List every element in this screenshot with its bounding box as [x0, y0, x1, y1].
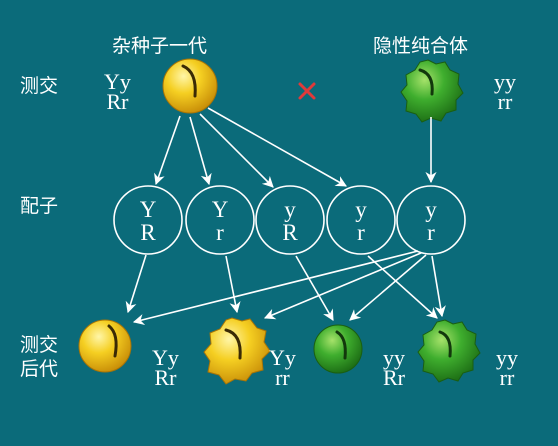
hybrid-genotype-line1: Yy	[104, 69, 131, 94]
gamete-circles	[113, 185, 466, 255]
gamete-5-line2: r	[427, 220, 435, 245]
offspring-3-genotype-line1: yy	[383, 345, 405, 370]
gamete-2-line2: r	[216, 220, 224, 245]
cross-symbol-icon	[298, 82, 316, 100]
gamete-circle	[185, 185, 255, 255]
gamete-5-line1: y	[425, 197, 437, 222]
gamete-circle	[326, 185, 396, 255]
parent-to-gamete-arrows	[154, 107, 437, 188]
offspring-1-genotype-line1: Yy	[152, 345, 179, 370]
offspring-4-genotype: yy rr	[496, 345, 518, 390]
offspring-label-line1: 测交	[20, 334, 59, 356]
offspring-2-genotype-line1: Yy	[269, 345, 296, 370]
hybrid-genotype-line2: Rr	[106, 89, 129, 114]
recessive-homozygote-label: 隐性纯合体	[373, 35, 469, 57]
offspring-4-green-wrinkled-seed-icon	[417, 319, 481, 383]
parent-recessive-seed-icon	[400, 59, 464, 123]
offspring-2-genotype: Yy rr	[269, 345, 296, 390]
offspring-1-genotype-line2: Rr	[154, 365, 177, 390]
gamete-circle	[255, 185, 325, 255]
gamete-4-line2: r	[357, 220, 365, 245]
recessive-genotype-line1: yy	[494, 69, 516, 94]
gamete-3-line2: R	[282, 220, 298, 245]
offspring-2-yellow-wrinkled-seed-icon	[203, 317, 271, 385]
offspring-4-genotype-line1: yy	[496, 345, 518, 370]
offspring-4-genotype-line2: rr	[499, 365, 515, 390]
gamete-1-line1: Y	[140, 197, 157, 222]
offspring-1-genotype: Yy Rr	[152, 345, 179, 390]
offspring-3-genotype-line2: Rr	[383, 365, 405, 390]
hybrid-f1-label: 杂种子一代	[112, 35, 208, 57]
gamete-circle	[396, 185, 466, 255]
gamete-3-line1: y	[284, 197, 296, 222]
hybrid-genotype: Yy Rr	[104, 69, 131, 114]
offspring-1-yellow-round-seed-icon	[78, 319, 132, 373]
gametes-label: 配子	[20, 195, 59, 217]
offspring-label-line2: 后代	[20, 358, 59, 380]
parent-hybrid-seed-icon	[162, 58, 218, 114]
gamete-circle	[113, 185, 183, 255]
recessive-genotype-line2: rr	[497, 89, 513, 114]
gamete-4-line1: y	[355, 197, 367, 222]
gamete-1-line2: R	[140, 220, 156, 245]
offspring-3-green-round-seed-icon	[313, 324, 363, 374]
gamete-to-offspring-arrows	[125, 250, 446, 325]
gamete-labels: Y R Y r y R y r y r	[140, 197, 438, 245]
offspring-3-genotype: yy Rr	[383, 345, 405, 390]
recessive-genotype: yy rr	[494, 69, 516, 114]
gamete-2-line1: Y	[212, 197, 229, 222]
offspring-2-genotype-line2: rr	[275, 365, 290, 390]
testcross-label: 测交	[20, 75, 59, 97]
